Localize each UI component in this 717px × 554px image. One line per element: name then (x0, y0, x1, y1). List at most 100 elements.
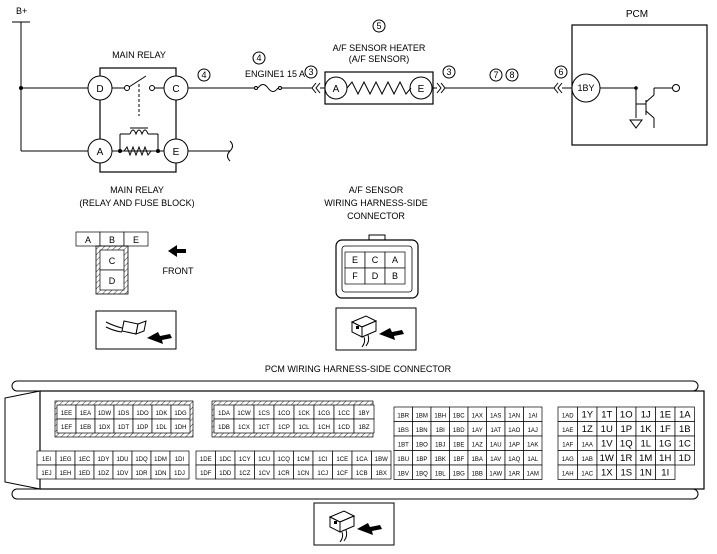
pcm-pin-label: 1DX (99, 425, 111, 431)
pcm-pin-label: 1CY (239, 457, 251, 463)
pcm-pin-label: 1AE (562, 428, 573, 434)
sensor-connector-view: A/F SENSOR WIRING HARNESS-SIDE CONNECTOR… (324, 185, 428, 351)
pcm-pin-label: 1BP (416, 457, 427, 463)
pcm-pin-label: 1EB (80, 425, 91, 431)
callout-4b (252, 51, 266, 65)
pcm-pin-label: 1DK (156, 411, 168, 417)
pcm-pin-label: 1DM (154, 457, 167, 463)
pcm-pin-label: 1B (679, 424, 691, 435)
pcm-pin-label: 1AC (581, 471, 593, 477)
svg-text:E: E (418, 84, 425, 95)
pcm-pin-label: 1BK (435, 457, 446, 463)
svg-text:D: D (96, 84, 103, 95)
svg-text:3: 3 (308, 67, 313, 77)
callout-3b (442, 65, 456, 79)
pcm-pin-label: 1EJ (41, 471, 51, 477)
pcm-pin-label: 1W (600, 453, 614, 464)
pcm-pin-label: 1S (620, 467, 632, 478)
pcm-output-terminal (672, 84, 680, 92)
pcm-pin-label: 1AW (489, 471, 502, 477)
pcm-pin-label: 1G (659, 438, 672, 449)
front-arrow-icon (168, 245, 186, 257)
pcm-pin-label: 1AZ (472, 442, 483, 448)
pcm-pin-label: 1AR (508, 471, 520, 477)
sensor-pin-E (409, 76, 433, 100)
pcm-pin-label: 1DG (174, 411, 187, 417)
supply-label: B+ (16, 6, 27, 16)
pcm-pin-label: 1EA (80, 411, 91, 417)
pcm-pin-label: 1T (601, 409, 612, 420)
pcm-pin-label: 1DF (200, 471, 212, 477)
pcm-pin-label: 1L (640, 438, 651, 449)
pcm-pin-label: 1AS (490, 413, 501, 419)
pcm-pin-cell (371, 464, 392, 480)
pcm-pin-label: 1EG (59, 457, 71, 463)
pcm-pin-label: 1CQ (278, 457, 291, 463)
pcm-pin-label: 1Z (582, 424, 593, 435)
pcm-pin-label: 1CR (278, 471, 291, 477)
pcm-pin-label: 1N (640, 467, 652, 478)
pcm-pin-label: 1DA (218, 411, 230, 417)
pcm-pin-label: 1DW (98, 411, 112, 417)
relay-connector-view: MAIN RELAY (RELAY AND FUSE BLOCK) A B E … (75, 185, 195, 350)
pcm-pin-label: 1AY (472, 428, 483, 434)
pcm-pin-label: 1DI (175, 457, 185, 463)
callout-6 (554, 65, 568, 79)
pcm-pin-label: 1BR (397, 413, 409, 419)
relay-connector-title-2: (RELAY AND FUSE BLOCK) (79, 198, 194, 208)
pcm-pin-label: 1U (601, 424, 613, 435)
pcm-pin-label: 1BS (398, 428, 409, 434)
pcm-pin-label: 1J (641, 409, 651, 420)
pcm-pin-label: 1DT (118, 425, 130, 431)
pcm-pin-label: 1DJ (174, 471, 185, 477)
pcm-pin-label: 1AN (508, 413, 520, 419)
svg-text:E: E (173, 147, 180, 158)
pcm-pin-label: 1CA (356, 457, 368, 463)
pcm-pin-label: 1BJ (435, 442, 445, 448)
pcm-pin-label: 1AJ (528, 428, 538, 434)
pcm-pin-label: 1AQ (508, 457, 520, 463)
sensor-conn-pin-A: A (392, 255, 398, 265)
pcm-pin-label: 1BU (397, 457, 409, 463)
pcm-pin-label: 1CP (278, 425, 290, 431)
pcm-pin-label: 1BY (358, 411, 369, 417)
svg-text:6: 6 (558, 67, 563, 77)
sensor-connector-title-3: CONNECTOR (347, 211, 405, 221)
pcm-pin-cell (169, 464, 190, 480)
pcm-pin-label: 1DC (219, 457, 232, 463)
wiring-schematic: B+ MAIN RELAY D C A E (12, 6, 708, 173)
relay-conn-pin-B: B (109, 235, 115, 245)
pcm-pin-label: 1D (679, 453, 691, 464)
pcm-pin-label: 1AP (509, 442, 520, 448)
pcm-pin-label: 1AD (562, 413, 574, 419)
pcm-pin-label: 1BM (416, 413, 428, 419)
callout-3a (304, 65, 318, 79)
pcm-pin-label: 1BB (472, 471, 483, 477)
relay-conn-pin-A: A (85, 235, 91, 245)
svg-text:4: 4 (201, 70, 206, 80)
pcm-pin-cell (523, 464, 543, 480)
pcm-pin-label: 1CV (258, 471, 270, 477)
pcm-pin-label: 1K (640, 424, 652, 435)
pcm-pin-label: 1A (679, 409, 691, 420)
pcm-pin-label: 1DN (154, 471, 166, 477)
pcm-pin-label: 1ED (79, 471, 91, 477)
pcm-pin-label: 1BE (453, 442, 464, 448)
pcm-pin-label: 1P (620, 424, 632, 435)
pcm-pin-label: 1BD (453, 428, 465, 434)
pcm-pin-label: 1CW (237, 411, 251, 417)
pcm-pin-label: 1BX (376, 471, 387, 477)
pcm-pin-label: 1CD (338, 425, 351, 431)
pcm-pin-label: 1C (679, 438, 691, 449)
pcm-pin-cell (353, 418, 375, 434)
pcm-pin-label: 1DR (135, 471, 148, 477)
pcm-pin-label: 1CN (297, 471, 309, 477)
pcm-pin-label: 1DE (200, 457, 212, 463)
pcm-pin-label: 1BI (436, 428, 445, 434)
sensor-heater-subtitle: (A/F SENSOR) (349, 54, 410, 64)
pcm-pin-label: 1AV (490, 457, 501, 463)
relay-conn-pin-D: D (109, 276, 116, 286)
pcm-pin-label: 1BW (375, 457, 388, 463)
pcm-pin-label: 1CM (297, 457, 310, 463)
